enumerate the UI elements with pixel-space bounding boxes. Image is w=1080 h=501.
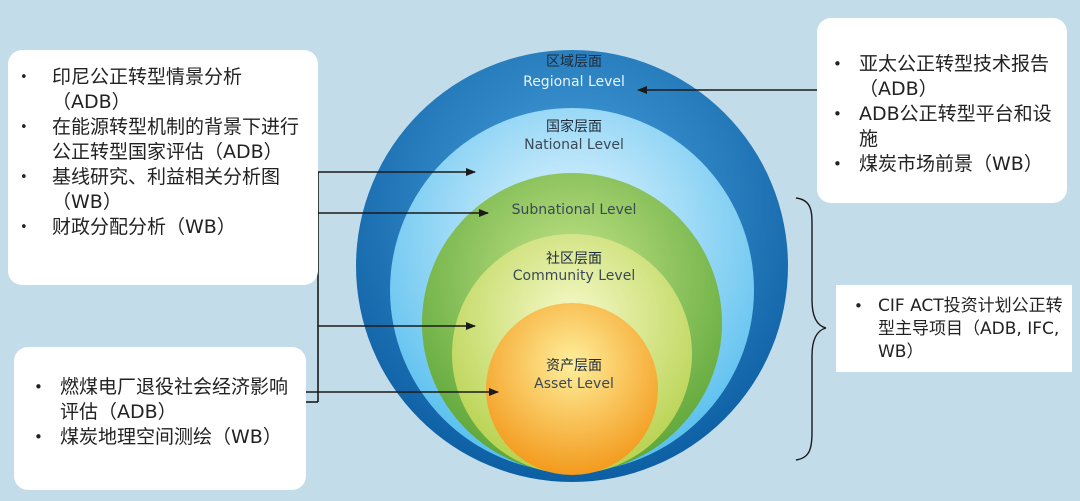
curly-brace [795, 197, 827, 461]
asset-level-en: Asset Level [534, 376, 614, 392]
list-item: 煤炭市场前景（WB） [817, 152, 1059, 177]
left-top-info-box: 印尼公正转型情景分析（ADB） 在能源转型机制的背景下进行公正转型国家评估（AD… [8, 50, 318, 285]
list-item: 燃煤电厂退役社会经济影响评估（ADB） [14, 375, 300, 425]
regional-level-en: Regional Level [523, 74, 625, 90]
left-top-list: 印尼公正转型情景分析（ADB） 在能源转型机制的背景下进行公正转型国家评估（AD… [8, 65, 308, 240]
list-item: ADB公正转型平台和设施 [817, 102, 1059, 152]
list-item: 煤炭地理空间测绘（WB） [14, 425, 300, 450]
subnational-level-en: Subnational Level [512, 202, 637, 218]
list-item: 财政分配分析（WB） [8, 215, 308, 240]
list-item: 亚太公正转型技术报告（ADB） [817, 52, 1059, 102]
left-bottom-info-box: 燃煤电厂退役社会经济影响评估（ADB） 煤炭地理空间测绘（WB） [14, 347, 306, 490]
list-item: CIF ACT投资计划公正转型主导项目（ADB, IFC, WB） [836, 295, 1066, 364]
asset-level-circle [486, 303, 658, 475]
national-level-cn: 国家层面 [546, 118, 602, 135]
list-item: 基线研究、利益相关分析图（WB） [8, 165, 308, 215]
community-level-en: Community Level [513, 268, 635, 284]
national-level-en: National Level [524, 137, 624, 153]
regional-level-cn: 区域层面 [546, 54, 602, 70]
left-bottom-list: 燃煤电厂退役社会经济影响评估（ADB） 煤炭地理空间测绘（WB） [14, 375, 300, 450]
right-bottom-list: CIF ACT投资计划公正转型主导项目（ADB, IFC, WB） [836, 295, 1066, 364]
community-level-cn: 社区层面 [546, 251, 602, 267]
right-top-info-box: 亚太公正转型技术报告（ADB） ADB公正转型平台和设施 煤炭市场前景（WB） [817, 18, 1067, 203]
list-item: 印尼公正转型情景分析（ADB） [8, 65, 308, 115]
asset-level-cn: 资产层面 [546, 358, 602, 374]
list-item: 在能源转型机制的背景下进行公正转型国家评估（ADB） [8, 115, 308, 165]
right-bottom-info-box: CIF ACT投资计划公正转型主导项目（ADB, IFC, WB） [836, 285, 1072, 372]
right-top-list: 亚太公正转型技术报告（ADB） ADB公正转型平台和设施 煤炭市场前景（WB） [817, 52, 1059, 177]
